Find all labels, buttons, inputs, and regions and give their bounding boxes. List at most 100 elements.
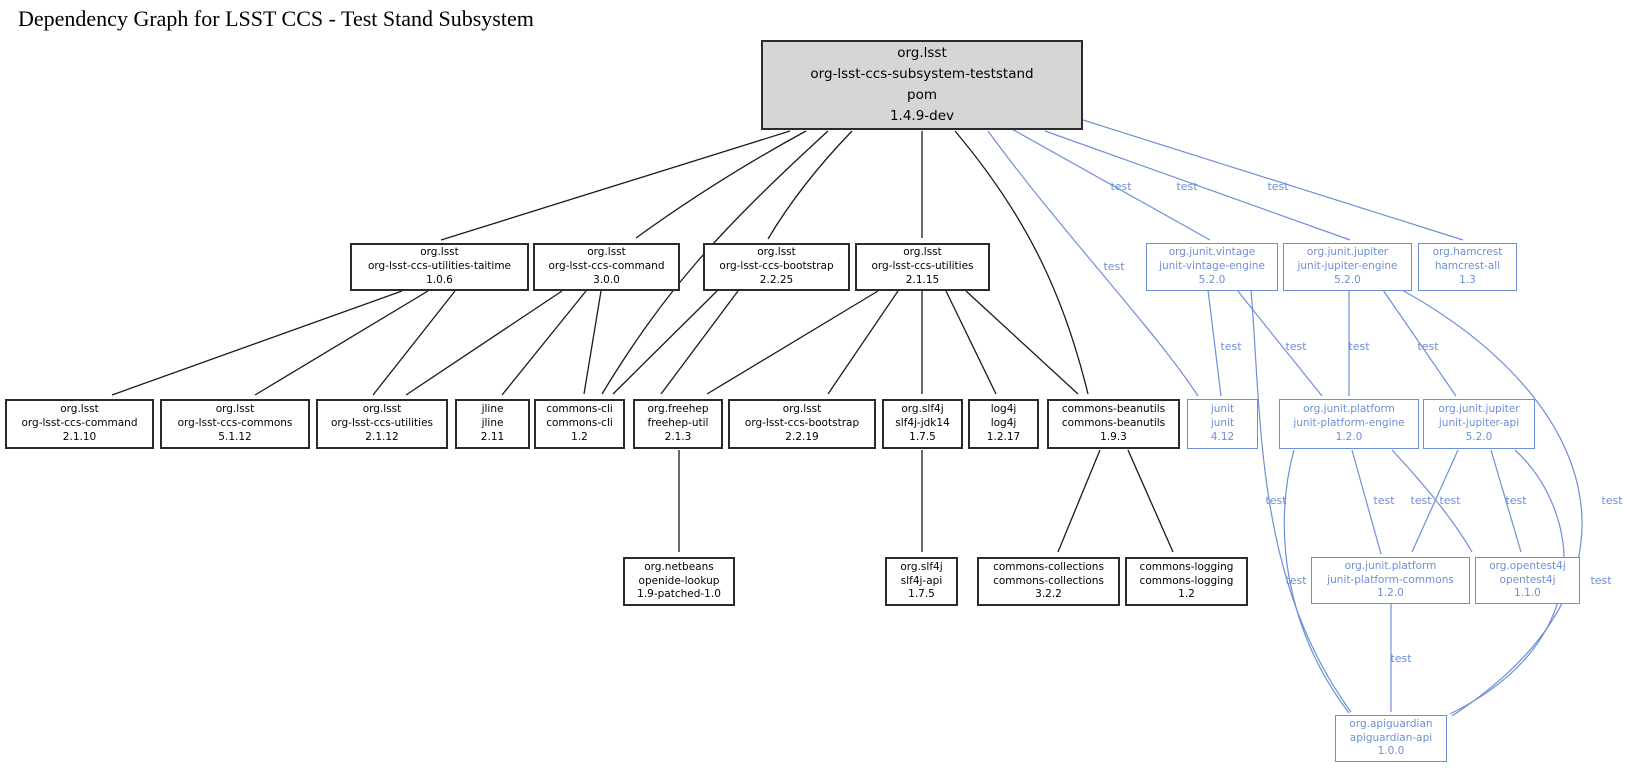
edge-vintage-junit (1207, 289, 1222, 397)
edge-utilities2115-freehep (706, 290, 879, 395)
node-version: 4.12 (1210, 430, 1235, 443)
node-group: org.junit.platform (1344, 559, 1437, 572)
node-artifact: org-lsst-ccs-utilities-taitime (367, 260, 512, 273)
node-artifact: commons-collections (993, 574, 1104, 587)
node-group: commons-cli (546, 403, 613, 416)
edge-label-test: test (1110, 180, 1132, 193)
node-artifact: commons-cli (546, 417, 613, 430)
node-artifact: org-lsst-ccs-bootstrap (719, 260, 834, 273)
node-artifact: org-lsst-ccs-command (21, 417, 138, 430)
edge-taitime-commons5112 (254, 290, 429, 396)
node-junit-platform-engine-1.2.0: org.junit.platform junit-platform-engine… (1279, 399, 1419, 449)
edge-root-junit (987, 130, 1199, 397)
node-opentest4j-1.1.0: org.opentest4j opentest4j 1.1.0 (1475, 557, 1580, 604)
node-artifact: org-lsst-ccs-subsystem-teststand (810, 66, 1034, 83)
node-version: 1.1.0 (1514, 587, 1541, 600)
node-version: 5.2.0 (1334, 273, 1361, 286)
edge-root-hamcrest (1082, 119, 1464, 241)
page-title: Dependency Graph for LSST CCS - Test Sta… (18, 6, 534, 31)
edge-beanutils-logging (1127, 449, 1174, 553)
edge-platformengine-opentest4j (1391, 449, 1473, 553)
node-group: org.junit.jupiter (1306, 246, 1389, 259)
node-version: 2.2.19 (785, 430, 819, 443)
edge-jupiterapi-opentest4j (1490, 449, 1522, 553)
node-jline-2.11: jline jline 2.11 (455, 399, 530, 449)
node-group: org.lsst (587, 246, 626, 259)
edge-label-test: test (1373, 494, 1395, 507)
edge-label-test: test (1176, 180, 1198, 193)
node-artifact: commons-beanutils (1061, 417, 1166, 430)
node-openide-lookup-1.9-patched-1.0: org.netbeans openide-lookup 1.9-patched-… (623, 557, 735, 606)
edge-jupiterengine-apiguardian (1401, 289, 1583, 717)
node-version: 3.0.0 (593, 273, 620, 286)
node-artifact: slf4j-jdk14 (895, 417, 950, 430)
edge-utilities2115-log4j (945, 290, 997, 395)
edge-root-vintage (1009, 127, 1211, 241)
node-version: 5.1.12 (218, 430, 252, 443)
node-group: org.lsst (903, 246, 942, 259)
node-slf4j-jdk14-1.7.5: org.slf4j slf4j-jdk14 1.7.5 (882, 399, 963, 449)
node-artifact: opentest4j (1499, 573, 1556, 586)
node-version: 1.2.0 (1377, 587, 1404, 600)
edge-label-test: test (1103, 260, 1125, 273)
node-log4j-1.2.17: log4j log4j 1.2.17 (968, 399, 1039, 449)
edge-jupiterengine-jupiterapi (1382, 289, 1457, 397)
node-group: org.lsst (60, 403, 99, 416)
node-group: org.slf4j (901, 403, 944, 416)
node-artifact: org-lsst-ccs-bootstrap (744, 417, 860, 430)
edge-command300-jline (501, 290, 587, 396)
node-junit-jupiter-api-5.2.0: org.junit.jupiter junit-jupiter-api 5.2.… (1423, 399, 1535, 449)
node-group: org.apiguardian (1349, 717, 1433, 730)
node-artifact: org-lsst-ccs-command (548, 260, 665, 273)
node-artifact: openide-lookup (638, 574, 720, 587)
node-version: 1.0.6 (426, 273, 453, 286)
node-version: 2.11 (480, 430, 505, 443)
node-artifact: freehep-util (647, 417, 709, 430)
edge-jupiterapi-platformcommons (1411, 449, 1459, 553)
node-version: 5.2.0 (1465, 430, 1493, 443)
node-hamcrest-all-1.3: org.hamcrest hamcrest-all 1.3 (1418, 243, 1517, 291)
node-org-lsst-ccs-bootstrap-2.2.25: org.lsst org-lsst-ccs-bootstrap 2.2.25 (703, 243, 850, 291)
node-artifact: junit-jupiter-api (1438, 417, 1520, 430)
node-commons-logging-1.2: commons-logging commons-logging 1.2 (1125, 557, 1248, 606)
node-version: 1.9.3 (1100, 430, 1127, 443)
edge-root-taitime (440, 130, 791, 241)
edge-vintage-platformengine (1236, 289, 1323, 397)
node-group: commons-collections (993, 560, 1104, 573)
node-artifact: junit-jupiter-engine (1297, 260, 1398, 273)
node-org-lsst-ccs-utilities-2.1.12: org.lsst org-lsst-ccs-utilities 2.1.12 (316, 399, 448, 449)
node-group: org.lsst (362, 403, 402, 416)
edge-bootstrap2225-commonscli (612, 290, 718, 395)
edge-label-test: test (1505, 494, 1527, 507)
node-group: org.netbeans (644, 560, 714, 573)
edge-label-test: test (1285, 340, 1307, 353)
node-version: 1.4.9-dev (889, 107, 955, 124)
node-version: 2.2.25 (759, 273, 794, 286)
edge-root-commonscli (601, 130, 829, 395)
node-group: org.junit.jupiter (1438, 403, 1520, 416)
edge-label-test: test (1285, 574, 1307, 587)
node-group: jline (481, 403, 504, 416)
node-group: org.freehep (647, 403, 709, 416)
edge-platformengine-apiguardian (1283, 449, 1350, 714)
edge-label-test: test (1601, 494, 1623, 507)
node-org-lsst-ccs-command-3.0.0: org.lsst org-lsst-ccs-command 3.0.0 (533, 243, 680, 291)
edge-root-jupiterengine (1044, 130, 1351, 241)
node-org-lsst-ccs-bootstrap-2.2.19: org.lsst org-lsst-ccs-bootstrap 2.2.19 (728, 399, 876, 449)
node-freehep-util-2.1.3: org.freehep freehep-util 2.1.3 (633, 399, 723, 449)
edge-label-test: test (1590, 574, 1612, 587)
node-junit-platform-commons-1.2.0: org.junit.platform junit-platform-common… (1311, 557, 1470, 604)
node-group: log4j (990, 403, 1017, 416)
node-group: org.lsst (757, 246, 796, 259)
node-group: org.junit.platform (1303, 403, 1395, 416)
edge-root-beanutils (954, 130, 1089, 395)
node-group: commons-logging (1139, 560, 1234, 573)
node-group: org.lsst (897, 45, 947, 62)
edge-label-test: test (1348, 340, 1370, 353)
node-version: 2.1.10 (62, 430, 97, 443)
node-artifact: slf4j-api (900, 574, 943, 587)
node-group: org.lsst (420, 246, 459, 259)
node-apiguardian-api-1.0.0: org.apiguardian apiguardian-api 1.0.0 (1335, 715, 1447, 762)
node-commons-beanutils-1.9.3: commons-beanutils commons-beanutils 1.9.… (1047, 399, 1180, 449)
